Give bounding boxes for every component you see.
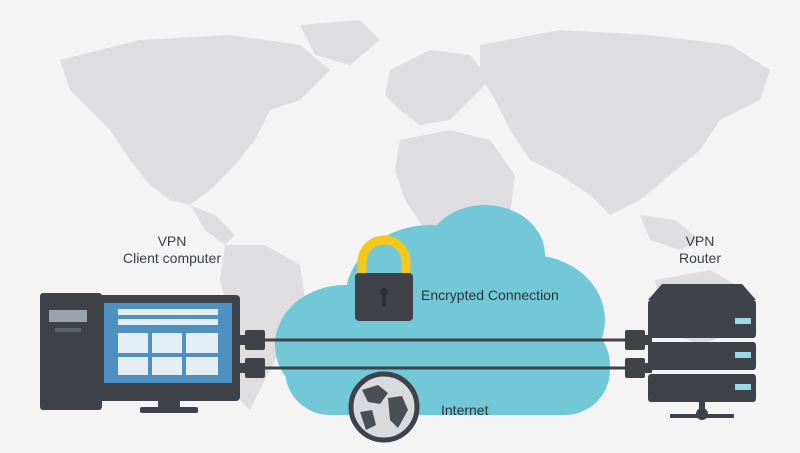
vpn-router <box>648 284 756 420</box>
router-label-line1: VPN <box>685 233 715 249</box>
computer-tower <box>40 293 102 410</box>
client-label-line1: VPN <box>157 233 187 249</box>
central-america-shape <box>190 205 235 245</box>
vpn-tunnel-cables <box>262 338 632 370</box>
client-label-line2: Client computer <box>122 250 222 266</box>
router-label-line2: Router <box>678 250 722 266</box>
asia-shape <box>480 30 770 215</box>
client-computer <box>40 293 240 413</box>
greenland-shape <box>300 20 380 65</box>
southeast-asia-shape <box>640 215 700 250</box>
client-cable-connectors <box>238 330 265 378</box>
internet-cloud <box>275 205 610 415</box>
internet-label: Internet <box>441 402 489 418</box>
client-computer-label: VPN Client computer <box>112 233 232 267</box>
router-cable-connectors <box>625 330 652 378</box>
north-america-shape <box>60 35 330 205</box>
padlock-icon <box>355 235 413 321</box>
encrypted-connection-label: Encrypted Connection <box>421 287 559 303</box>
globe-icon <box>348 371 420 443</box>
europe-shape <box>385 50 490 125</box>
router-label: VPN Router <box>660 233 740 267</box>
